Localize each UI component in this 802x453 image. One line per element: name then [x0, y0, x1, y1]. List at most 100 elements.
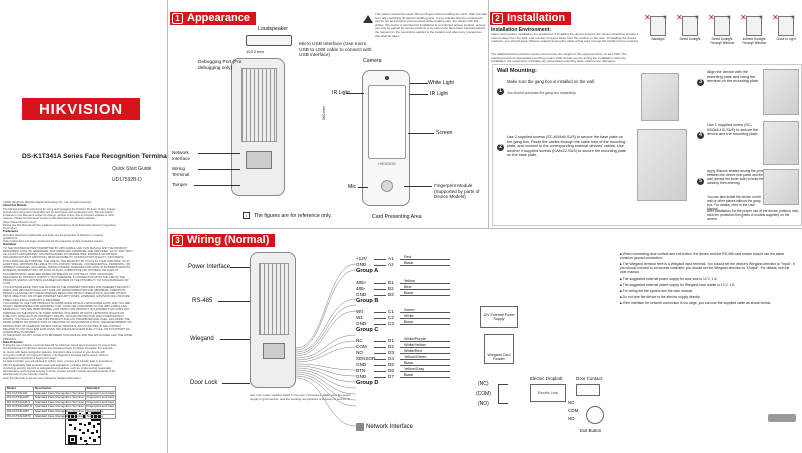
pin-line: [374, 365, 386, 366]
exit-button-box: [586, 406, 604, 424]
pin-name: 485+: [356, 280, 367, 285]
legal-line: with the applicable data protection laws…: [3, 363, 103, 367]
bullet-icon: ■: [620, 288, 623, 293]
pin-name: +12V: [356, 256, 367, 261]
legal-line: impossible to reconstruct a fingerprint …: [3, 357, 57, 360]
wire-segment: [400, 365, 450, 366]
hot-warning-icon: [363, 15, 373, 23]
pin-id: A2: [388, 262, 394, 267]
wire-color: Blue: [404, 284, 412, 289]
step-4-text: Use 1 supplied screw (SC-KM3x6-H2-SUS) t…: [707, 123, 759, 137]
doc-code: UD17592B-D: [112, 177, 142, 183]
rear-connector-block: [246, 151, 272, 169]
installation-header: 2 Installation: [490, 12, 572, 25]
legal-line: Data Protection: [3, 340, 23, 344]
callout-line: [410, 94, 428, 95]
white-light-label: White Light: [428, 80, 454, 86]
appearance-header: 1 Appearance: [170, 12, 256, 25]
exit-button-label: Exit Button: [580, 428, 602, 433]
wire-color: White: [404, 313, 414, 318]
card-reader-box: Wiegand Card Reader: [484, 334, 514, 364]
wiring-note-text: The suggested external power supply for …: [622, 276, 718, 281]
pin-line: [374, 295, 386, 296]
step-2-number: 2: [497, 144, 504, 151]
pin-name: NC: [356, 338, 363, 343]
legal-line: TIMELY TECHNICAL SUPPORT IF REQUIRED.: [3, 298, 61, 302]
legal-line: DESCRIBED, WITH ITS HARDWARE, SOFTWARE A…: [3, 249, 133, 253]
pin-name: W0: [356, 309, 363, 314]
wiegand-label: Wiegand: [190, 336, 214, 342]
wiring-device-connector: [263, 343, 285, 359]
step-5-number: 5: [697, 178, 704, 185]
callout-line: [358, 187, 368, 188]
legal-line: RIGHTS. YOU SHALL NOT USE THIS PRODUCT F…: [3, 318, 130, 321]
pin-id: B1: [388, 280, 394, 285]
legal-line: the Product.: [3, 227, 18, 230]
wiring-device-view: [250, 252, 296, 388]
legal-line: During the use of device, personal data …: [3, 344, 117, 347]
group-label: Group C: [356, 327, 379, 333]
pin-name: 485-: [356, 286, 366, 291]
wiring-note-text: The Wiegand terminal here is a Wiegand i…: [620, 262, 795, 275]
wall-title: Wall Mounting:: [497, 68, 537, 74]
legal-line: for device with facial recognition featu…: [3, 350, 106, 354]
device-rear-view: [231, 58, 285, 196]
camera-label: Camera: [363, 58, 382, 64]
step-2: 2 Use 2 supplied screws (SC-KM4x6-SUS) t…: [497, 135, 629, 157]
brand-logo: HIKVISION: [22, 98, 140, 120]
legal-line: encryption method; for fingerprint devic…: [3, 353, 109, 357]
step-3-text: Align the device with the mounting plate…: [707, 70, 760, 84]
legal-line: INFRINGE ON THE RIGHTS OF THIRD PARTIES,…: [3, 311, 125, 315]
relay-no-label: (NO): [478, 401, 489, 407]
pin-id: B3: [388, 292, 394, 297]
tamper-label: Tamper: [172, 182, 188, 187]
pin-name: COM: [356, 344, 367, 349]
legal-line: contained in the Manual is subject to ch…: [3, 214, 115, 217]
legal-line: reasons. Please find the latest version …: [3, 217, 95, 221]
appearance-section: 1 Appearance This sticker means"Hot part…: [168, 0, 488, 228]
step-1: 1 Make sure the gang box is installed on…: [497, 79, 627, 97]
device-top-view: [246, 35, 292, 46]
nc-label: NC: [568, 400, 575, 405]
screen-brand: HIKVISION: [378, 162, 396, 166]
electric-lock-label: Electric Lock: [537, 391, 559, 395]
pin-line: [374, 318, 386, 319]
wire-color: Yellow/Gray: [404, 366, 425, 371]
pin-line: [374, 312, 386, 313]
network-interface-label: Network Interface: [172, 150, 190, 161]
sun-icon: ☀: [758, 15, 764, 21]
callout-line: [222, 383, 250, 384]
bullet-icon: ■: [620, 282, 623, 287]
wire-segment: [400, 265, 450, 266]
pin-line: [374, 324, 386, 325]
legal-line: Trademarks: [3, 230, 19, 234]
wiring-note-text: If the interface for network connection …: [622, 300, 771, 305]
pin-line: [374, 359, 386, 360]
red-cross-icon: ✕: [772, 13, 779, 22]
pin-name: GND: [356, 262, 367, 267]
legal-line: BUSINESS INTERRUPTION, OR LOSS OF DATA, …: [3, 269, 119, 273]
legal-line: RISKS, AND HIKVISION SHALL NOT TAKE ANY …: [3, 288, 127, 292]
legal-line: NEGLIGENCE), PRODUCT LIABILITY, OR OTHER…: [3, 275, 125, 279]
legal-line: VIRUS INFECTION, OR OTHER INTERNET SECUR…: [3, 295, 130, 299]
column-divider: [167, 0, 168, 453]
legal-line: Please use this Manual with the guidance…: [3, 223, 116, 227]
legal-line: and all other information hereinafter ar…: [3, 210, 114, 214]
wire-segment: [400, 347, 450, 348]
dim-height-label: 200 mm: [322, 106, 326, 120]
hang-device-photo: [763, 69, 799, 115]
model-table-cell: DS-K1T341AMTF: [4, 413, 35, 420]
sun-icon: ☀: [726, 15, 732, 21]
wire-segment: [400, 295, 450, 296]
wiring-note-text: Do not wire the device to the electric s…: [622, 294, 701, 299]
wire-color: Black: [404, 372, 414, 377]
group-label: Group A: [356, 268, 379, 274]
pin-name: W1: [356, 315, 363, 320]
screen-label: Screen: [436, 130, 453, 136]
legal-line: PRIVACY LEAKAGE OR OTHER DAMAGES RESULTI…: [3, 292, 127, 295]
pin-id: D1: [388, 338, 394, 343]
ir-light-left-label: IR Light: [332, 90, 350, 96]
wire-segment: [400, 259, 450, 260]
legal-line: DOCUMENTATION, WHETHER BASED ON BREACH O…: [3, 272, 113, 276]
